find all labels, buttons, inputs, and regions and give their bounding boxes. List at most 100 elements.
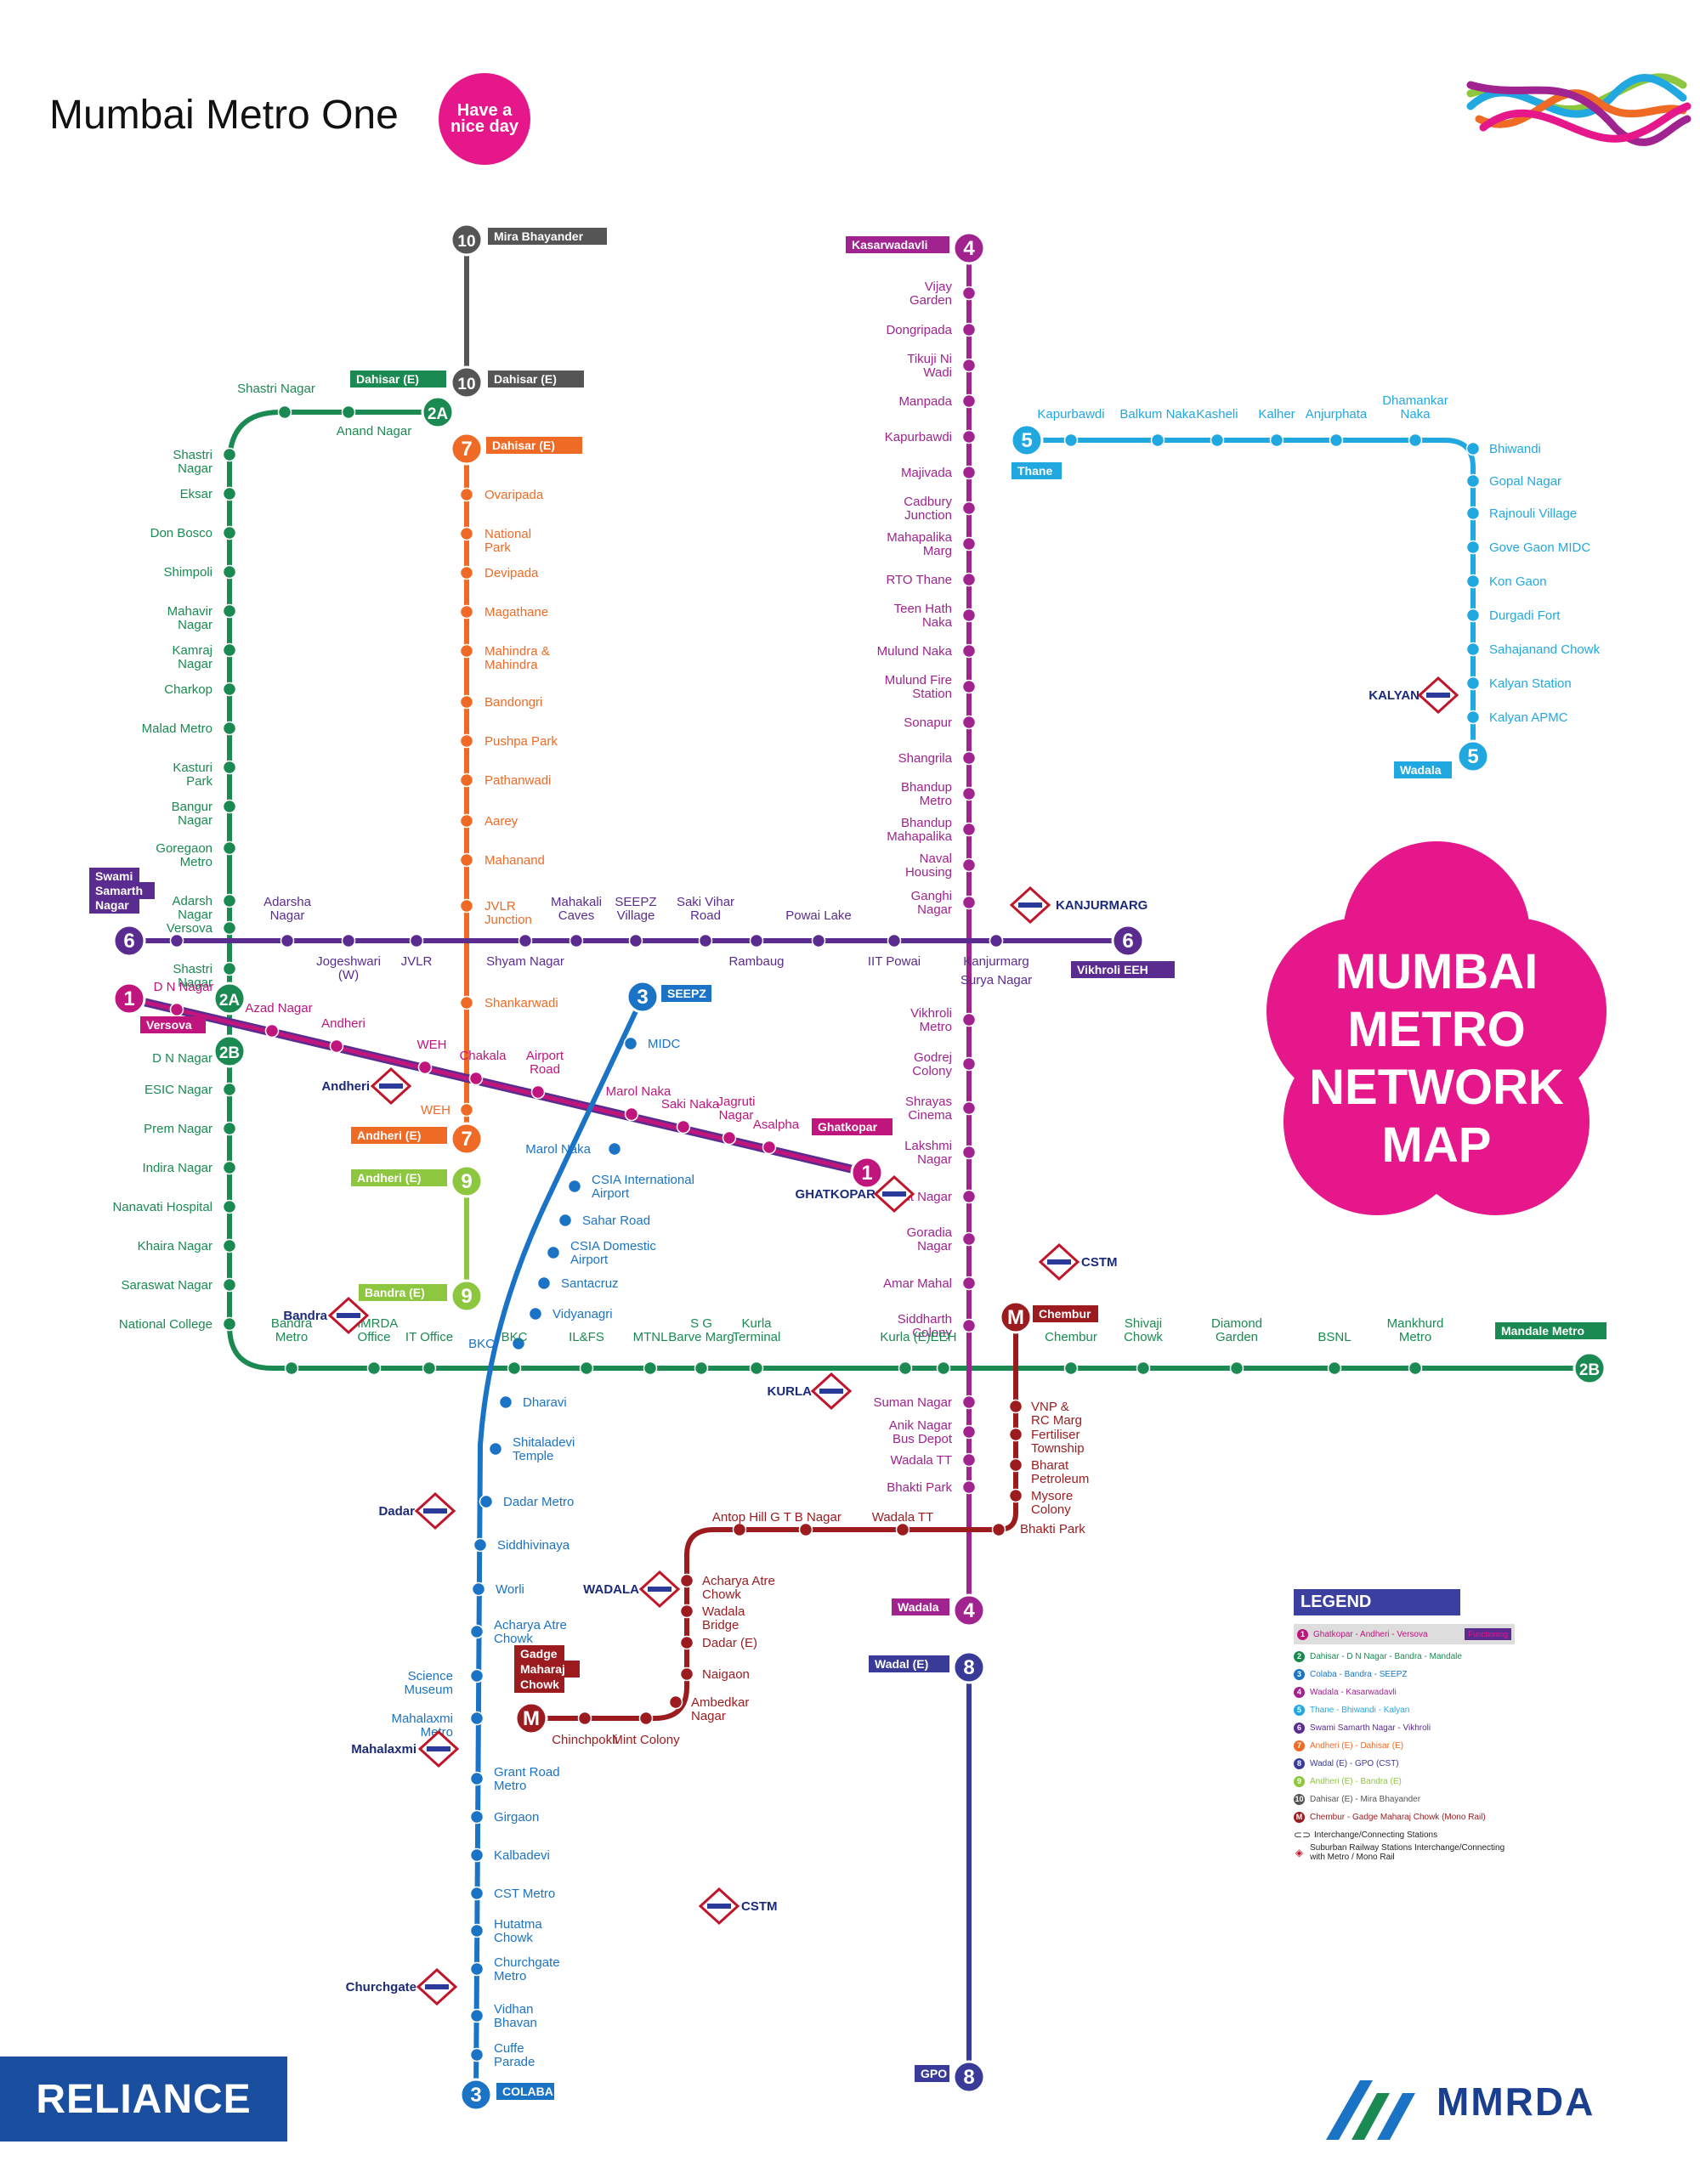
line7-start-tag-text: Dahisar (E) <box>492 438 555 452</box>
line1-station-azad-nagar: Azad Nagar <box>245 1001 312 1016</box>
line5-kalyan-station-dot <box>1465 676 1481 691</box>
line2a-start-tag <box>350 371 446 388</box>
line5-bhiwandi-dot <box>1465 441 1481 456</box>
line3-vidhan-bhavan-22-dot <box>469 2008 484 2023</box>
line2a-station-versova-12: Versova <box>167 921 213 936</box>
line2a-mahavir-nagar-4-dot <box>222 603 237 619</box>
legend-item-label: Andheri (E) - Dahisar (E) <box>1310 1740 1404 1751</box>
line5-start-tag-text: Thane <box>1017 464 1052 478</box>
railway-label-kalyan: KALYAN <box>1368 688 1420 703</box>
line7-pathanwadi-dot <box>459 772 474 788</box>
line2b-start-badge-text: 2B <box>219 1044 240 1062</box>
line2b-bsnl-13-dot <box>1327 1361 1342 1376</box>
line4-mulund-naka-10-dot <box>961 643 977 659</box>
line5-end-badge-text: 5 <box>1467 745 1478 768</box>
line4-station-bhakti-park-29: Bhakti Park <box>887 1480 952 1495</box>
line2a-station-eksar-1: Eksar <box>180 487 212 501</box>
interchange-link-icon: ⊂⊃ <box>1294 1829 1312 1841</box>
line4-pant-nagar-22-dot <box>961 1189 977 1204</box>
legend-item: 3 Colaba - Bandra - SEEPZ <box>1294 1668 1515 1680</box>
line10-end-tag-text: Dahisar (E) <box>494 372 557 386</box>
legend-line-badge: 10 <box>1294 1793 1305 1805</box>
line2b-station-il-fs-4: IL&FS <box>569 1330 604 1344</box>
line4-station-kapurbawdi-4: Kapurbawdi <box>885 430 952 444</box>
line4-majivada-5-dot <box>961 465 977 480</box>
line4-manpada-3-dot <box>961 393 977 409</box>
railway-label-dadar: Dadar <box>378 1504 415 1519</box>
line7-shankarwadi-dot <box>459 995 474 1010</box>
line4-cadbury-junction-6-dot <box>961 501 977 516</box>
line7-station-pathanwadi: Pathanwadi <box>484 773 551 788</box>
line3-santacruz-5-dot <box>536 1276 552 1291</box>
mono-bharat-petroleum-2-dot <box>1008 1457 1023 1473</box>
line4-station-manpada-3: Manpada <box>898 394 952 409</box>
legend-line-badge: 3 <box>1294 1668 1305 1680</box>
line3-station-bkc-7: BKC <box>468 1337 495 1351</box>
line7-mahanand-dot <box>459 852 474 868</box>
railway-label-mahalaxmi: Mahalaxmi <box>351 1742 416 1757</box>
mono-end-1-tag-text: Gadge <box>520 1647 558 1661</box>
line2a-start-badge-text: 2A <box>428 405 449 423</box>
line1-andheri-dot <box>329 1038 344 1054</box>
line5-gopal-nagar-dot <box>1465 473 1481 489</box>
legend-item-label: Colaba - Bandra - SEEPZ <box>1310 1669 1408 1679</box>
line3-bkc-7-dot <box>511 1336 526 1351</box>
line3-churchgate-metro-21-dot <box>469 1961 484 1977</box>
line6-station-iit-powai-9: IIT Powai <box>868 954 921 969</box>
legend-item-label: Swami Samarth Nagar - Vikhroli <box>1310 1723 1431 1733</box>
line4-station-wadala-tt-28: Wadala TT <box>890 1453 952 1468</box>
line1-airport-road-dot <box>530 1084 546 1100</box>
line1-d-n-nagar-dot <box>169 1002 184 1017</box>
line2a-charkop-6-dot <box>222 682 237 697</box>
line2b-end-tag <box>1495 1322 1606 1339</box>
line2b-il-fs-4-dot <box>579 1361 594 1376</box>
line4-mahapalika-marg-7-dot <box>961 536 977 552</box>
mono-station-mint-colony-13: Mint Colony <box>612 1733 680 1747</box>
line4-end-tag <box>892 1598 949 1615</box>
line5-sahajanand-chowk-dot <box>1465 642 1481 657</box>
line8-start-badge-text: 8 <box>963 1656 974 1679</box>
line10-start-tag-text: Mira Bhayander <box>494 229 584 243</box>
line4-tikuji-ni-wadi-2-dot <box>961 358 977 373</box>
line4-mulund-fire-station-11-dot <box>961 679 977 694</box>
line2b-national-college-dot <box>222 1316 237 1332</box>
line6-station-kanjurmarg-10: Kanjurmarg <box>963 954 1029 969</box>
line5-kon-gaon-dot <box>1465 574 1481 589</box>
line9-start-badge-text: 9 <box>461 1170 472 1193</box>
railway-label-churchgate: Churchgate <box>346 1980 416 1994</box>
line3-station-dharavi-8: Dharavi <box>523 1395 567 1410</box>
line8-end-badge-text: 8 <box>963 2066 974 2089</box>
line4-ganghi-nagar-17-dot <box>961 895 977 910</box>
line7-national-park-dot <box>459 526 474 541</box>
line5-start-tag <box>1012 462 1062 479</box>
line3-station-cst-metro-19: CST Metro <box>494 1887 555 1901</box>
line9-start-tag <box>351 1169 447 1186</box>
line2b-station-chembur-10: Chembur <box>1045 1330 1097 1344</box>
line2b-eeh-9-dot <box>936 1361 951 1376</box>
line7-station-ovaripada: Ovaripada <box>484 488 544 502</box>
line1-station-weh: WEH <box>417 1038 447 1052</box>
line4-station-suman-nagar-26: Suman Nagar <box>873 1395 952 1410</box>
line6-start-2-tag <box>89 882 155 899</box>
line6-saki-vihar-road-6-dot <box>698 933 713 948</box>
line2b-station-khaira-nagar: Khaira Nagar <box>138 1239 212 1253</box>
line8-start-badge <box>952 1650 986 1684</box>
line2b-bandra-metro-0-dot <box>284 1361 299 1376</box>
line3-vidyanagri-6-dot <box>528 1306 543 1321</box>
line10-start-tag <box>488 228 607 245</box>
line-5-track <box>1027 438 1476 756</box>
line5-station-kalyan-station: Kalyan Station <box>1489 676 1572 691</box>
legend-item-note: Functioning <box>1465 1628 1511 1640</box>
line4-start-badge-text: 4 <box>963 237 975 260</box>
